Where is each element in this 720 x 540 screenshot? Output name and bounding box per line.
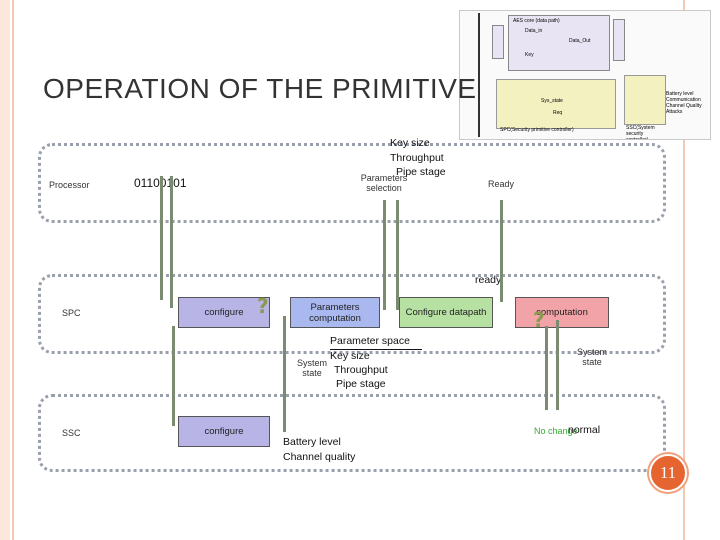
arrow-processor-configure <box>170 176 173 308</box>
page-number-badge: 11 <box>649 454 687 492</box>
configure-datapath-box: Configure datapath <box>399 297 493 328</box>
processor-pipe-stage: Pipe stage <box>396 166 446 178</box>
ssc-lane <box>38 394 666 472</box>
middle-pipe-stage: Pipe stage <box>336 378 386 390</box>
thumb-sys-state: Sys_state <box>541 98 563 104</box>
thumb-bus-line <box>478 13 480 137</box>
arrow-ssc-configure <box>172 326 175 426</box>
thumb-key: Key <box>525 52 534 58</box>
thumb-attacks: Attacks <box>666 109 683 115</box>
processor-throughput: Throughput <box>390 152 444 164</box>
arrow-binary-down <box>160 176 163 300</box>
thumb-channel-quality: Channel Quality <box>666 103 702 109</box>
thumb-inputs: Battery level Communication Channel Qual… <box>666 91 702 115</box>
middle-key-size: Key size <box>330 350 370 362</box>
channel-quality-label: Channel quality <box>283 451 356 463</box>
processor-lane-label: Processor <box>49 180 90 190</box>
thumb-aes-core-label: AES core (data path) <box>513 18 560 24</box>
normal-label: normal <box>568 424 601 436</box>
computation-box: computation <box>515 297 609 328</box>
thumb-spc-block: Sys_state Req <box>496 79 616 129</box>
ssc-lane-label: SSC <box>62 428 81 438</box>
slide-left-border <box>12 0 14 540</box>
thumb-spc-label: SPC(Security primitive controller) <box>500 127 574 133</box>
arrow-ready-up <box>500 200 503 302</box>
middle-throughput: Throughput <box>334 364 388 376</box>
spc-ready-label: ready <box>475 274 502 286</box>
thumb-input-fsm <box>492 25 504 59</box>
thumb-ssc-label: SSC(System security controller) <box>626 125 655 140</box>
spc-lane <box>38 274 666 354</box>
processor-lane <box>38 143 666 223</box>
battery-level-label: Battery level <box>283 436 341 448</box>
arrow-params-up <box>383 200 386 310</box>
slide-title: OPERATION OF THE PRIMITIVE <box>43 73 477 104</box>
arrow-state-down <box>545 326 548 410</box>
processor-key-size: Key size <box>390 137 430 149</box>
slide-left-band <box>0 0 10 540</box>
thumb-req: Req <box>553 110 563 116</box>
spc-system-state: System state <box>576 347 607 367</box>
spc-lane-label: SPC <box>62 308 81 318</box>
slide-right-border <box>683 0 685 540</box>
thumb-output-fsm <box>613 19 625 61</box>
parameter-space-label: Parameter space <box>330 335 410 347</box>
arrow-battery-up <box>283 316 286 432</box>
thumb-ssc-block <box>624 75 666 125</box>
thumb-communication: Communication <box>666 97 701 103</box>
thumb-data-in: Data_in <box>525 28 543 34</box>
arrow-params-down <box>396 200 399 310</box>
ready-label: Ready <box>488 179 515 189</box>
arrow-state-up <box>556 320 559 410</box>
thumb-battery: Battery level <box>666 91 694 97</box>
ssc-configure-box: configure <box>178 416 270 447</box>
parameters-computation-box: Parameters computation <box>290 297 380 328</box>
architecture-thumbnail: AES core (data path) Data_in Data_Out Ke… <box>459 10 711 140</box>
parameter-space-underline <box>330 349 422 350</box>
no-change-label: No change <box>534 426 578 436</box>
middle-system-state: System state <box>296 358 327 378</box>
thumb-aes-core: AES core (data path) Data_in Data_Out Ke… <box>508 15 610 71</box>
thumb-data-out: Data_Out <box>569 38 591 44</box>
question-mark-computation: ? <box>533 308 545 332</box>
question-mark-spc: ? <box>257 294 269 318</box>
parameters-selection-label: Parameters selection <box>360 173 408 193</box>
spc-configure-box: configure <box>178 297 270 328</box>
